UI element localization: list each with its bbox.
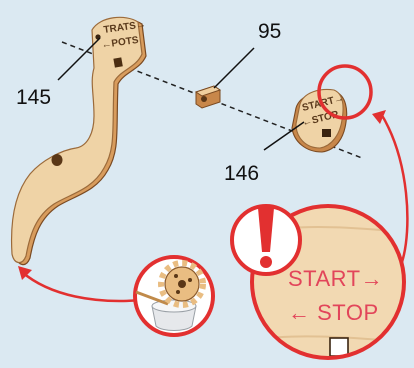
part-number-145: 145: [16, 86, 51, 109]
zoom-text-line2: ← STOP: [288, 300, 379, 325]
part-number-146: 146: [224, 162, 259, 185]
glue-arrow: [22, 272, 142, 301]
leader-line-95: [214, 48, 254, 88]
part-number-95: 95: [258, 20, 281, 43]
zoom-text-line1: START→: [288, 266, 383, 291]
glue-bowl-gear-icon: [135, 257, 213, 335]
spacer-part-95: [196, 86, 220, 108]
lever-part-145: [12, 17, 146, 264]
exclamation-icon: [232, 206, 300, 274]
